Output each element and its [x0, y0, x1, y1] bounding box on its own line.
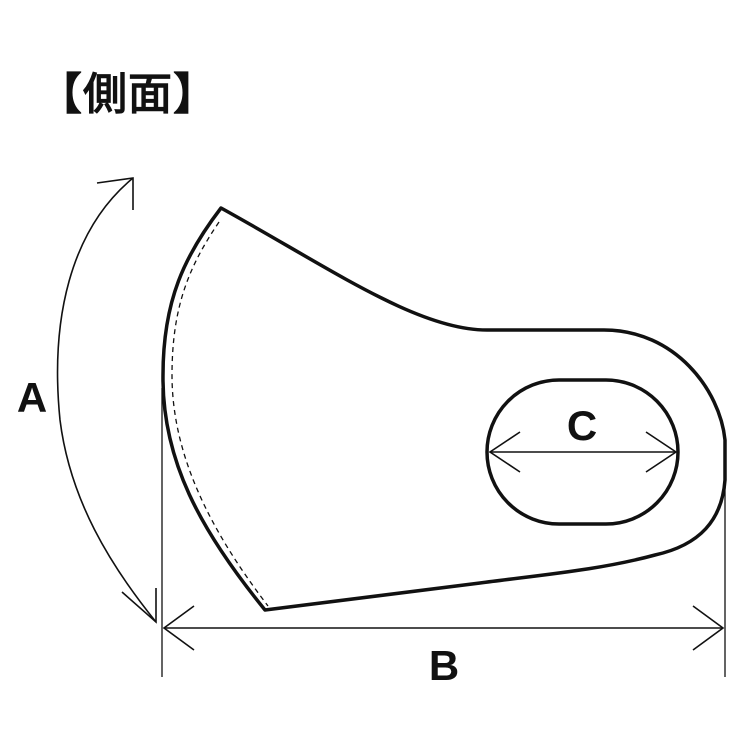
mask-outline — [161, 206, 727, 612]
dimension-b-arrow — [162, 605, 725, 651]
dimension-c-label: C — [567, 402, 597, 449]
dimension-b-label: B — [429, 642, 459, 689]
page-title: 【側面】 — [38, 69, 218, 120]
dimension-a-label: A — [17, 374, 47, 421]
dimension-a-arrow — [56, 177, 157, 624]
dimension-c-arrow — [488, 431, 678, 473]
ear-hole — [485, 378, 680, 526]
